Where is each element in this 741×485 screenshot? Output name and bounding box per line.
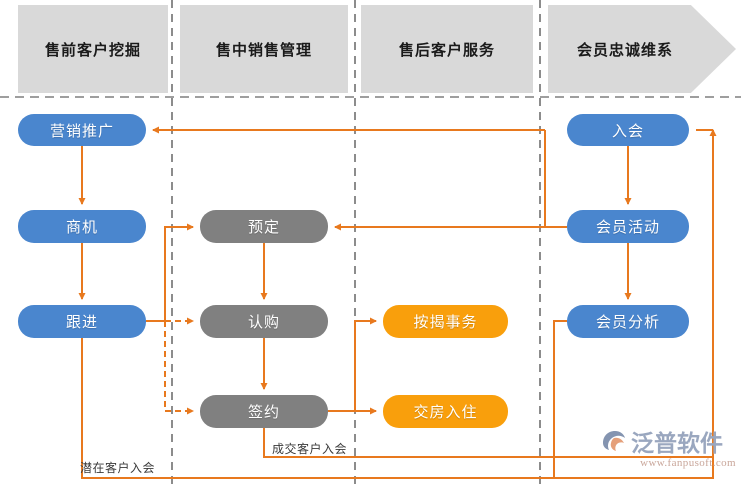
edge-followup-booking xyxy=(146,223,194,322)
node-followup[interactable]: 跟进 xyxy=(18,305,146,338)
phase-banner-presale[interactable]: 售前客户挖掘 xyxy=(18,5,168,93)
node-label: 交房入住 xyxy=(413,404,478,421)
node-label: 入会 xyxy=(611,122,644,140)
edge-dashed-to-contract xyxy=(164,321,194,415)
phase-label: 售后客户服务 xyxy=(398,41,495,59)
edge-followup-to-member xyxy=(81,338,713,479)
edge-analysis-loop xyxy=(553,129,717,479)
node-member-analysis[interactable]: 会员分析 xyxy=(567,305,689,338)
node-label: 签约 xyxy=(247,404,280,421)
phase-label: 售中销售管理 xyxy=(215,41,312,59)
phase-banner-insale[interactable]: 售中销售管理 xyxy=(180,5,348,93)
node-label: 预定 xyxy=(247,219,280,236)
node-label: 认购 xyxy=(247,314,280,331)
edge-contract-to-member xyxy=(263,428,713,458)
node-mortgage[interactable]: 按揭事务 xyxy=(383,305,508,338)
edge-label-closed-member: 成交客户入会 xyxy=(272,442,348,456)
flow-connectors xyxy=(78,126,717,479)
phase-label: 售前客户挖掘 xyxy=(44,41,141,59)
node-handover[interactable]: 交房入住 xyxy=(383,395,508,428)
phase-banner-membership[interactable]: 会员忠诚维系 xyxy=(548,5,736,93)
edge-contract-mortgage xyxy=(354,317,377,411)
node-booking[interactable]: 预定 xyxy=(200,210,328,243)
node-subscribe[interactable]: 认购 xyxy=(200,305,328,338)
node-opportunity[interactable]: 商机 xyxy=(18,210,146,243)
node-label: 跟进 xyxy=(65,314,98,331)
phase-dividers xyxy=(171,0,541,485)
node-label: 按揭事务 xyxy=(413,314,478,331)
node-label: 会员活动 xyxy=(595,219,660,236)
node-label: 商机 xyxy=(65,219,98,236)
node-label: 营销推广 xyxy=(49,122,114,140)
edge-label-potential-member: 潜在客户入会 xyxy=(80,461,156,475)
node-marketing[interactable]: 营销推广 xyxy=(18,114,146,146)
phase-label: 会员忠诚维系 xyxy=(548,5,736,93)
node-label: 会员分析 xyxy=(595,314,660,331)
node-member-activity[interactable]: 会员活动 xyxy=(567,210,689,243)
node-contract[interactable]: 签约 xyxy=(200,395,328,428)
phase-banner-aftersale[interactable]: 售后客户服务 xyxy=(361,5,533,93)
node-join[interactable]: 入会 xyxy=(567,114,689,146)
